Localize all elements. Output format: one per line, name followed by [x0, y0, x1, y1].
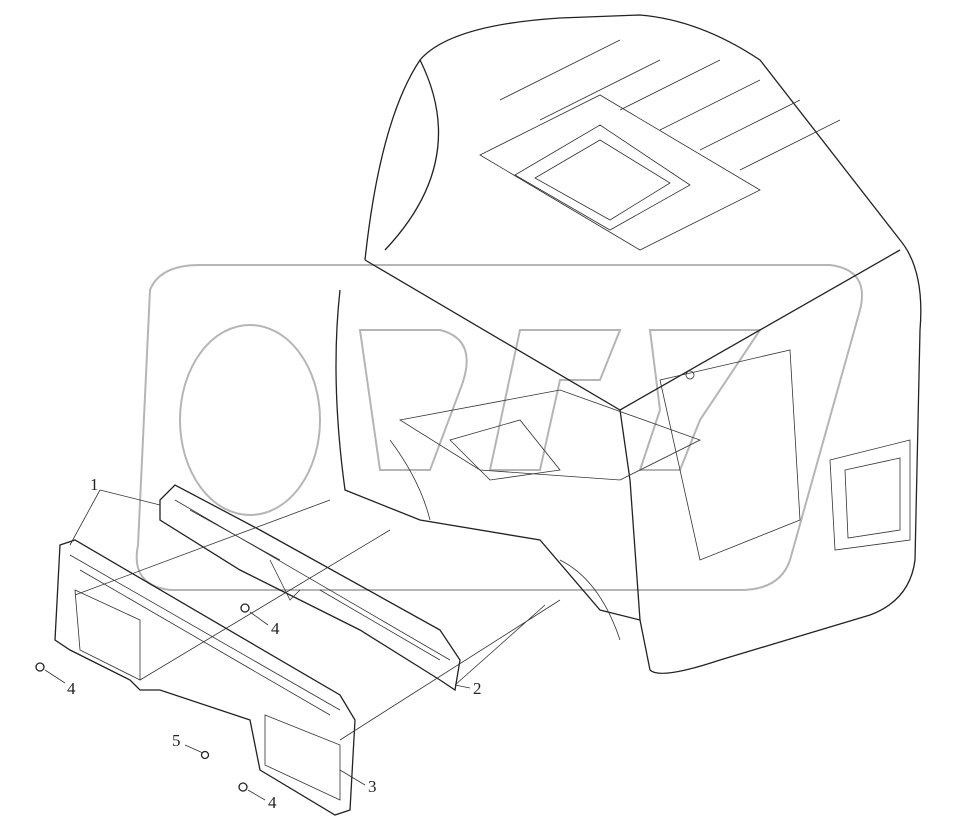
callout-4-c: 4 [268, 793, 277, 812]
callout-3: 3 [368, 777, 377, 796]
part-3-rear-panel [54, 539, 356, 816]
bolt-4-b [35, 662, 45, 672]
callout-4-a: 4 [271, 619, 280, 638]
part-2-crossmember [159, 484, 461, 692]
bolt-4-c [238, 782, 248, 792]
callout-5: 5 [172, 731, 181, 750]
bolt-4-a [240, 603, 250, 613]
callout-1: 1 [90, 475, 99, 494]
callout-4-b: 4 [67, 679, 76, 698]
truck-cab [335, 14, 922, 674]
callout-2: 2 [473, 679, 482, 698]
nut-5 [200, 750, 210, 760]
leader-lines [44, 489, 561, 801]
